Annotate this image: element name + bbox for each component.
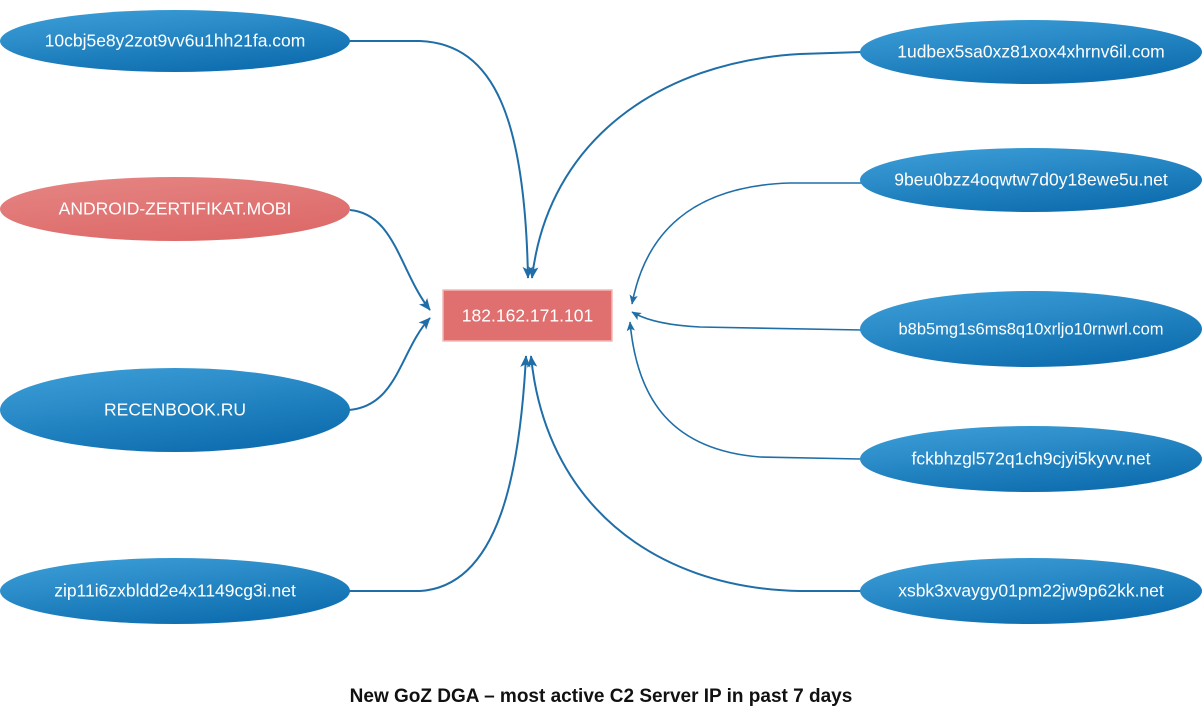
node-right-2[interactable]: b8b5mg1s6ms8q10xrljo10rnwrl.com bbox=[860, 291, 1202, 367]
node-left-1[interactable]: ANDROID-ZERTIFIKAT.MOBI bbox=[0, 177, 350, 241]
node-right-2-label: b8b5mg1s6ms8q10xrljo10rnwrl.com bbox=[898, 320, 1163, 338]
node-left-3-label: zip11i6zxbldd2e4x1149cg3i.net bbox=[54, 581, 296, 601]
center-node-label: 182.162.171.101 bbox=[462, 306, 593, 326]
node-ellipse[interactable] bbox=[860, 291, 1202, 367]
node-ellipse[interactable] bbox=[0, 558, 350, 624]
node-left-1-label: ANDROID-ZERTIFIKAT.MOBI bbox=[59, 199, 292, 219]
node-left-2[interactable]: RECENBOOK.RU bbox=[0, 368, 350, 452]
edge-group-right bbox=[626, 182, 863, 460]
node-right-3[interactable]: fckbhzgl572q1ch9cjyi5kyvv.net bbox=[860, 426, 1202, 492]
node-right-4[interactable]: xsbk3xvaygy01pm22jw9p62kk.net bbox=[860, 558, 1202, 624]
node-ellipse[interactable] bbox=[0, 177, 350, 241]
edge-right-2-to-center bbox=[631, 311, 863, 331]
edge-right-4-to-center bbox=[526, 355, 862, 592]
edge-group-bottom bbox=[349, 355, 862, 592]
edge-right-0-to-center bbox=[528, 51, 863, 279]
node-ellipse[interactable] bbox=[0, 368, 350, 452]
node-left-0[interactable]: 10cbj5e8y2zot9vv6u1hh21fa.com bbox=[0, 10, 350, 72]
node-left-2-label: RECENBOOK.RU bbox=[104, 400, 246, 420]
edge-group-left bbox=[348, 209, 431, 411]
edge-left-1-to-center bbox=[349, 209, 431, 311]
node-right-1[interactable]: 9beu0bzz4oqwtw7d0y18ewe5u.net bbox=[860, 148, 1202, 212]
node-ellipse[interactable] bbox=[0, 10, 350, 72]
edge-left-0-to-center bbox=[349, 40, 533, 279]
node-right-3-label: fckbhzgl572q1ch9cjyi5kyvv.net bbox=[912, 449, 1151, 469]
node-left-3[interactable]: zip11i6zxbldd2e4x1149cg3i.net bbox=[0, 558, 350, 624]
diagram-caption: New GoZ DGA – most active C2 Server IP i… bbox=[350, 686, 853, 707]
center-node-box[interactable] bbox=[442, 289, 613, 342]
node-center-ip[interactable]: 182.162.171.101 bbox=[442, 289, 613, 342]
node-right-0-label: 1udbex5sa0xz81xox4xhrnv6il.com bbox=[897, 42, 1165, 62]
edge-left-3-to-center bbox=[349, 355, 531, 592]
node-ellipse[interactable] bbox=[860, 426, 1202, 492]
node-right-1-label: 9beu0bzz4oqwtw7d0y18ewe5u.net bbox=[894, 170, 1168, 190]
edge-left-2-to-center bbox=[348, 317, 431, 411]
node-left-0-label: 10cbj5e8y2zot9vv6u1hh21fa.com bbox=[45, 31, 306, 51]
node-right-4-label: xsbk3xvaygy01pm22jw9p62kk.net bbox=[898, 581, 1164, 601]
node-right-0[interactable]: 1udbex5sa0xz81xox4xhrnv6il.com bbox=[860, 20, 1202, 84]
edge-group-top bbox=[349, 40, 863, 279]
edge-right-3-to-center bbox=[626, 321, 861, 460]
node-ellipse[interactable] bbox=[860, 20, 1202, 84]
node-ellipse[interactable] bbox=[860, 148, 1202, 212]
node-ellipse[interactable] bbox=[860, 558, 1202, 624]
edge-right-1-to-center bbox=[629, 182, 862, 305]
